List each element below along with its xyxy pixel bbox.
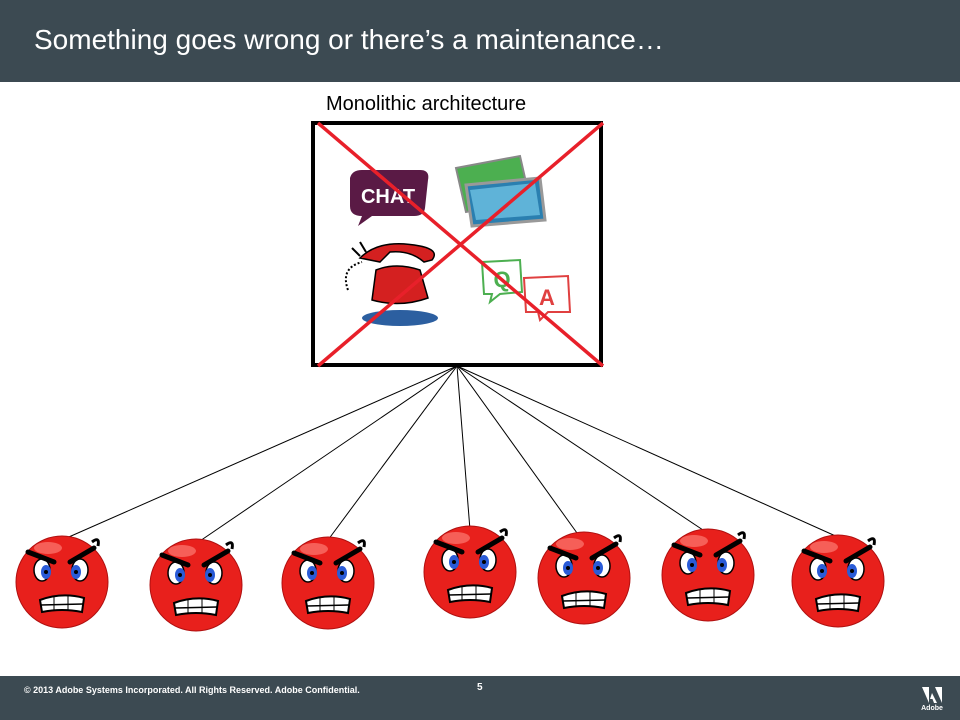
adobe-logo-icon: Adobe [918, 685, 946, 715]
slide-header: Something goes wrong or there’s a mainte… [0, 0, 960, 82]
angry-face-icon [15, 535, 109, 629]
failure-cross [316, 121, 605, 368]
angry-face-icon [791, 534, 885, 628]
angry-face-icon [537, 531, 631, 625]
angry-face-icon [281, 536, 375, 630]
connection-line [456, 365, 578, 534]
angry-face-icon [423, 525, 517, 619]
connection-line [456, 365, 707, 533]
adobe-logo-text: Adobe [921, 705, 943, 712]
connection-line [196, 365, 458, 544]
connection-lines [61, 365, 841, 544]
slide-title: Something goes wrong or there’s a mainte… [34, 24, 664, 55]
connection-line [456, 365, 471, 531]
connection-line [456, 365, 841, 539]
qa-icon-a: A [539, 285, 555, 310]
chat-icon: CHAT [350, 170, 429, 226]
chat-icon-label: CHAT [361, 186, 415, 208]
slide-footer: © 2013 Adobe Systems Incorporated. All R… [0, 676, 960, 720]
page-number: 5 [477, 682, 483, 693]
angry-face-icon [661, 528, 755, 622]
angry-users [15, 525, 885, 632]
connection-line [327, 365, 458, 541]
connection-line [61, 365, 458, 541]
architecture-label: Monolithic architecture [326, 93, 527, 115]
angry-face-icon [149, 538, 243, 632]
copyright-text: © 2013 Adobe Systems Incorporated. All R… [24, 685, 360, 695]
